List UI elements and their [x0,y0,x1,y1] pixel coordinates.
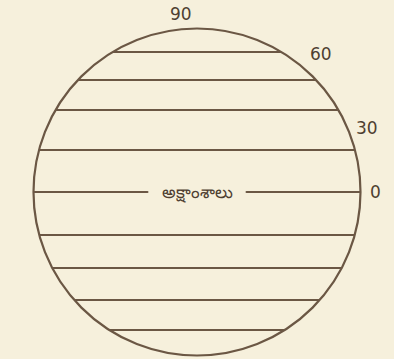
latitude-degree: 90 [170,4,192,24]
latitude-line [110,329,283,331]
latitude-line [57,109,338,111]
latitude-degree: 30 [356,118,378,138]
node-title: అక్షాంశాలు [158,181,237,203]
equator-line [35,191,148,193]
latitude-line [79,79,315,81]
latitude-line [40,149,354,151]
latitude-line [53,267,341,269]
latitude-line [114,51,281,53]
globe-circle [34,29,361,356]
globe-circle: అక్షాంశాలు [32,27,362,357]
latitude-line [40,234,353,236]
latitude-degree: 0 [370,182,381,202]
latitude-line [75,299,319,301]
latitude-degree: 60 [310,44,332,64]
equator-line [247,191,360,193]
